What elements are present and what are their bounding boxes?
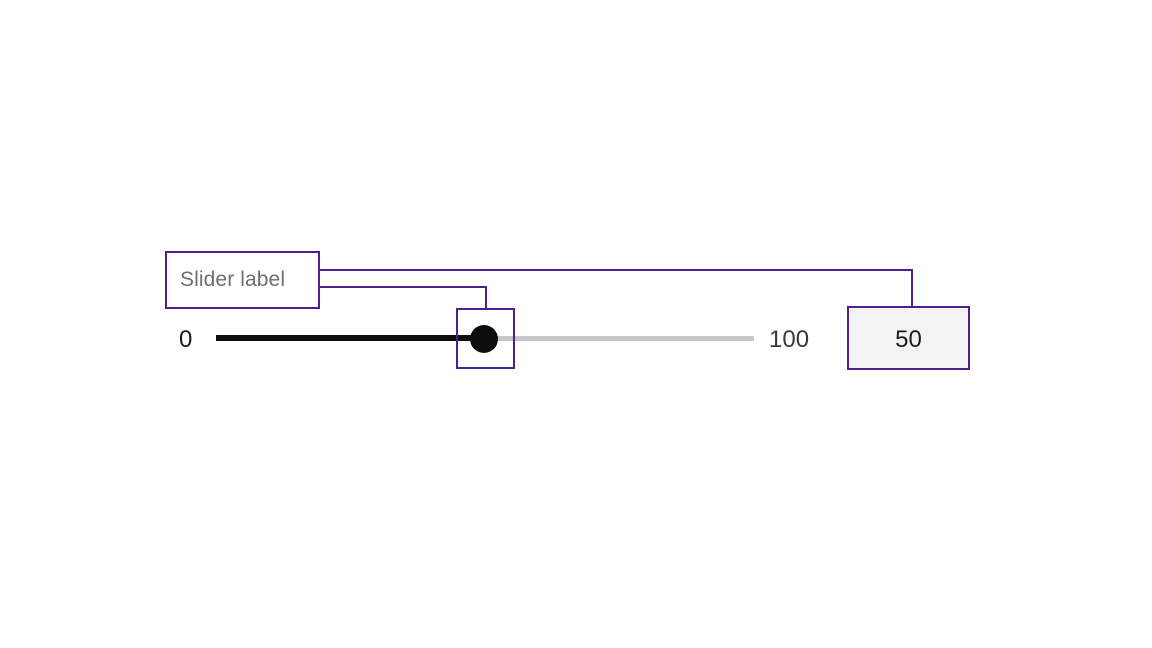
annotation-connector-thumb-vertical bbox=[485, 286, 487, 310]
slider-thumb[interactable] bbox=[470, 325, 498, 353]
slider-track-filled bbox=[216, 335, 485, 341]
annotation-connector-thumb-horizontal bbox=[318, 286, 487, 288]
slider-min-label: 0 bbox=[179, 326, 193, 353]
slider-value-text: 50 bbox=[895, 326, 922, 353]
slider-label: Slider label bbox=[180, 268, 286, 291]
annotation-connector-value-horizontal bbox=[318, 269, 913, 271]
slider-value-input[interactable]: 50 bbox=[847, 306, 970, 370]
annotation-connector-value-vertical bbox=[911, 269, 913, 308]
slider-max-label: 100 bbox=[769, 326, 810, 353]
